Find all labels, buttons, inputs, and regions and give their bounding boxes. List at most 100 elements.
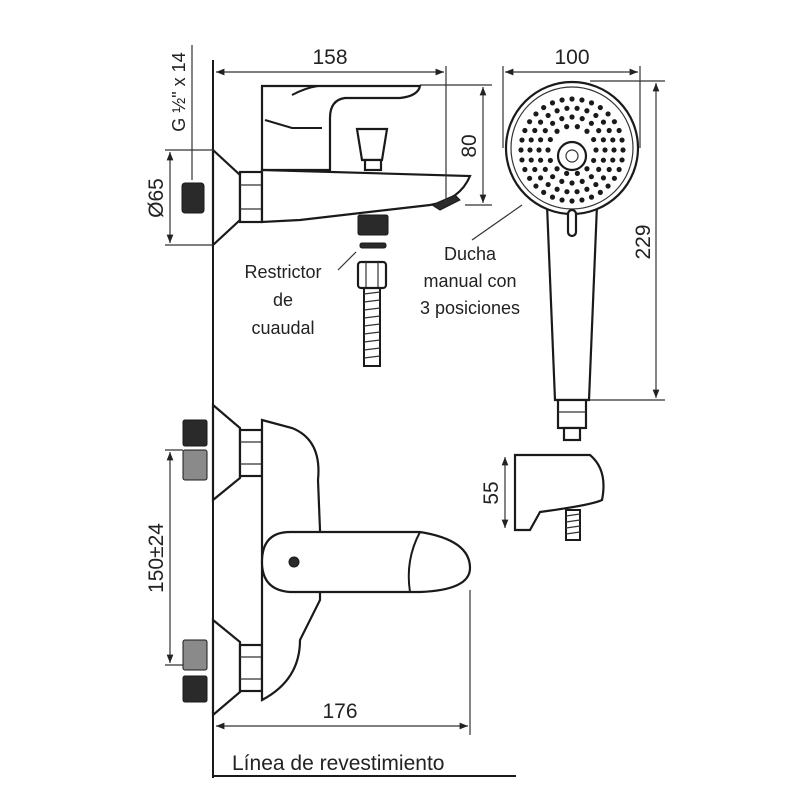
nozzle-dot <box>574 189 580 195</box>
nozzle-dot <box>541 104 547 111</box>
svg-text:manual con: manual con <box>423 271 516 291</box>
nozzle-dot <box>596 128 602 134</box>
nozzle-dot <box>532 127 538 134</box>
nozzle-dot <box>584 128 590 134</box>
nozzle-dot <box>616 166 622 173</box>
hand-shower-label: Ducha manual con 3 posiciones <box>420 244 520 318</box>
nozzle-dot <box>569 198 575 204</box>
nozzle-dot <box>569 96 575 102</box>
nozzle-dot <box>537 119 544 125</box>
wall-line-label: Línea de revestimiento <box>232 752 444 775</box>
nozzle-dot <box>533 183 539 189</box>
nozzle-dot <box>619 157 625 163</box>
svg-text:Restrictor: Restrictor <box>244 262 321 282</box>
nozzle-dot <box>522 127 528 134</box>
nozzle-dot <box>532 166 538 173</box>
nozzle-dot <box>620 147 626 153</box>
nozzle-dot <box>611 119 618 125</box>
nozzle-dot <box>569 114 575 120</box>
nozzle-dot <box>606 166 612 173</box>
nozzle-dot <box>584 166 590 172</box>
nozzle-dot <box>588 174 594 180</box>
svg-text:de: de <box>273 290 293 310</box>
nozzle-dot <box>579 97 585 103</box>
nozzle-dot <box>550 120 556 126</box>
nozzle-dot <box>527 147 533 153</box>
nozzle-dot <box>549 194 556 200</box>
dim-150-24: 150±24 <box>145 523 168 593</box>
nozzle-dot <box>545 181 551 188</box>
nozzle-dot <box>574 105 580 111</box>
dim-176: 176 <box>322 700 357 723</box>
dim-80: 80 <box>458 134 481 157</box>
nozzle-dot <box>528 157 534 163</box>
dim-thread: G ½" x 14 <box>169 52 189 131</box>
nozzle-dot <box>519 157 525 163</box>
nozzle-dot <box>559 178 565 184</box>
nozzle-dot <box>564 189 570 195</box>
nozzle-dot <box>591 136 597 143</box>
nozzle-dot <box>596 166 602 172</box>
nozzle-dot <box>564 170 570 176</box>
nozzle-dot <box>528 137 534 143</box>
nozzle-dot <box>554 166 560 172</box>
nozzle-dot <box>579 178 585 184</box>
nozzle-dot <box>588 194 595 200</box>
nozzle-dot <box>574 170 580 176</box>
nozzle-dot <box>593 147 599 153</box>
svg-text:Ducha: Ducha <box>444 244 497 264</box>
nozzle-dot <box>522 166 528 173</box>
nozzle-dot <box>610 137 616 143</box>
nozzle-dot <box>611 147 617 153</box>
nozzle-dot <box>554 186 560 192</box>
nozzle-dot <box>545 112 551 119</box>
nozzle-dot <box>547 136 553 143</box>
nozzle-dot <box>554 108 560 114</box>
nozzle-dot <box>584 186 590 192</box>
nozzle-dot <box>602 147 608 153</box>
mixer-front-view <box>182 402 472 718</box>
nozzle-dot <box>519 137 525 143</box>
nozzle-dot <box>564 124 570 130</box>
nozzle-dot <box>554 128 560 134</box>
dim-diameter-65: Ø65 <box>145 178 168 218</box>
nozzle-dot <box>611 175 618 181</box>
dim-229: 229 <box>632 224 655 259</box>
nozzle-dot <box>518 147 524 153</box>
nozzle-dot <box>564 105 570 111</box>
mixer-side-view <box>181 84 472 367</box>
nozzle-dot <box>559 116 565 122</box>
nozzle-dot <box>538 157 544 163</box>
nozzle-dot <box>600 157 606 163</box>
nozzle-dot <box>536 147 542 153</box>
nozzle-dot <box>579 116 585 122</box>
nozzle-dot <box>541 189 547 196</box>
restrictor-label: Restrictor de cuaudal <box>244 262 321 338</box>
nozzle-dot <box>619 137 625 143</box>
nozzle-dot <box>600 175 607 181</box>
nozzle-dot <box>579 197 585 203</box>
nozzle-pattern <box>518 96 626 204</box>
nozzle-dot <box>591 157 597 164</box>
nozzle-dot <box>600 119 607 125</box>
nozzle-dot <box>588 120 594 126</box>
nozzle-dot <box>526 175 533 181</box>
nozzle-dot <box>533 111 539 117</box>
nozzle-dot <box>549 100 556 106</box>
nozzle-dot <box>610 157 616 163</box>
nozzle-dot <box>559 197 565 203</box>
nozzle-dot <box>588 100 595 106</box>
nozzle-dot <box>605 183 611 189</box>
nozzle-dot <box>606 127 612 134</box>
nozzle-dot <box>545 147 551 153</box>
dim-100: 100 <box>554 46 589 69</box>
nozzle-dot <box>597 104 603 111</box>
nozzle-dot <box>593 112 599 119</box>
nozzle-dot <box>550 174 556 180</box>
nozzle-dot <box>584 108 590 114</box>
nozzle-dot <box>559 97 565 103</box>
nozzle-dot <box>542 166 548 172</box>
dim-158: 158 <box>312 46 347 69</box>
nozzle-dot <box>574 124 580 130</box>
